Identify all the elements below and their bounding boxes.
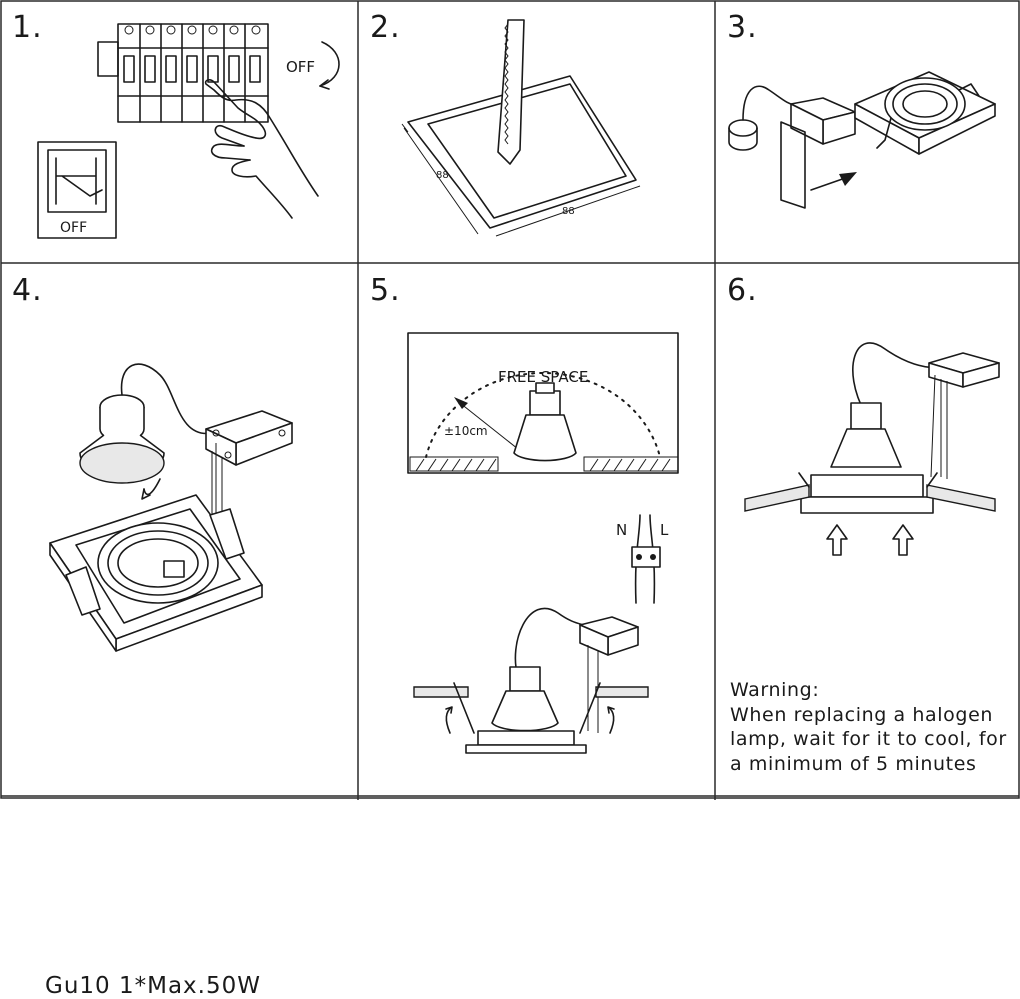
mounted-illustration: [744, 342, 1000, 556]
warning-line: When replacing a halogen: [730, 703, 993, 726]
step-1-panel: 1. OFF: [0, 0, 358, 263]
step-5-panel: 5. FREE SPACE ±10cm: [358, 263, 715, 796]
live-label: L: [660, 521, 669, 539]
dimension-width: 88: [562, 206, 575, 217]
warning-text: Warning: When replacing a halogen lamp, …: [730, 678, 1007, 776]
step-number: 3.: [727, 10, 758, 45]
grid-lines: [0, 0, 1020, 800]
breaker-illustration: OFF OFF: [37, 23, 340, 239]
step-6-panel: 6. Warning: When replacing a halo: [715, 263, 1020, 796]
step-number: 4.: [12, 273, 43, 308]
lamp-insert-illustration: [49, 363, 293, 652]
step-number: 1.: [12, 10, 43, 45]
step-3-panel: 3.: [715, 0, 1020, 263]
off-arrow-label: OFF: [286, 58, 315, 76]
step-number: 6.: [727, 273, 758, 308]
cutout-illustration: 88 88: [401, 19, 641, 237]
step-4-panel: 4.: [0, 263, 358, 999]
step-number: 2.: [370, 10, 401, 45]
warning-line: Warning:: [730, 679, 820, 701]
warning-line: lamp, wait for it to cool, for: [730, 728, 1007, 750]
connect-illustration: [728, 71, 996, 209]
clearance-label: ±10cm: [444, 424, 488, 438]
lamp-spec: Gu10 1*Max.50W: [45, 973, 261, 999]
install-illustration: FREE SPACE ±10cm N L: [407, 332, 679, 754]
warning-line: a minimum of 5 minutes: [730, 752, 977, 775]
neutral-label: N: [616, 521, 627, 539]
dimension-depth: 88: [436, 170, 449, 181]
step-number: 5.: [370, 273, 401, 308]
step-2-panel: 2. 88 88: [358, 0, 715, 263]
free-space-label: FREE SPACE: [498, 368, 588, 386]
off-switch-label: OFF: [60, 220, 87, 236]
